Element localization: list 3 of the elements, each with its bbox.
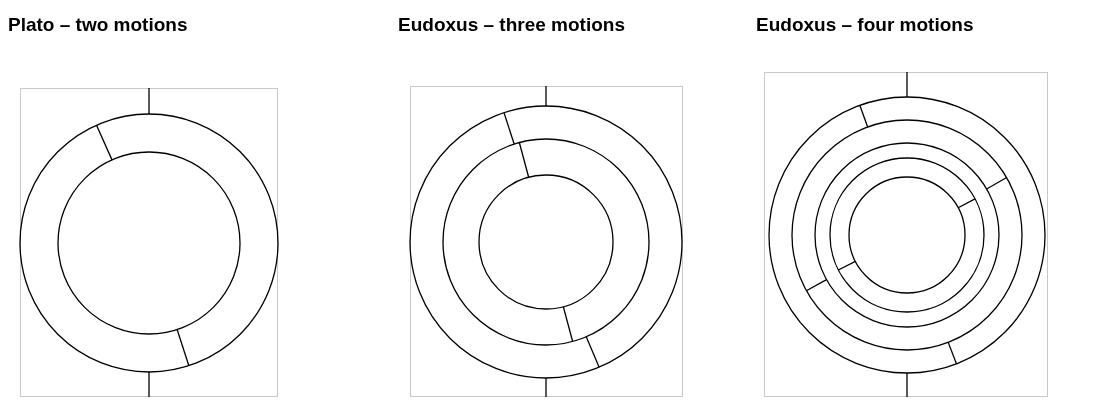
panel-heading: Eudoxus – three motions xyxy=(398,14,625,36)
panel-heading: Eudoxus – four motions xyxy=(756,14,974,36)
panel-heading: Plato – two motions xyxy=(8,14,188,36)
